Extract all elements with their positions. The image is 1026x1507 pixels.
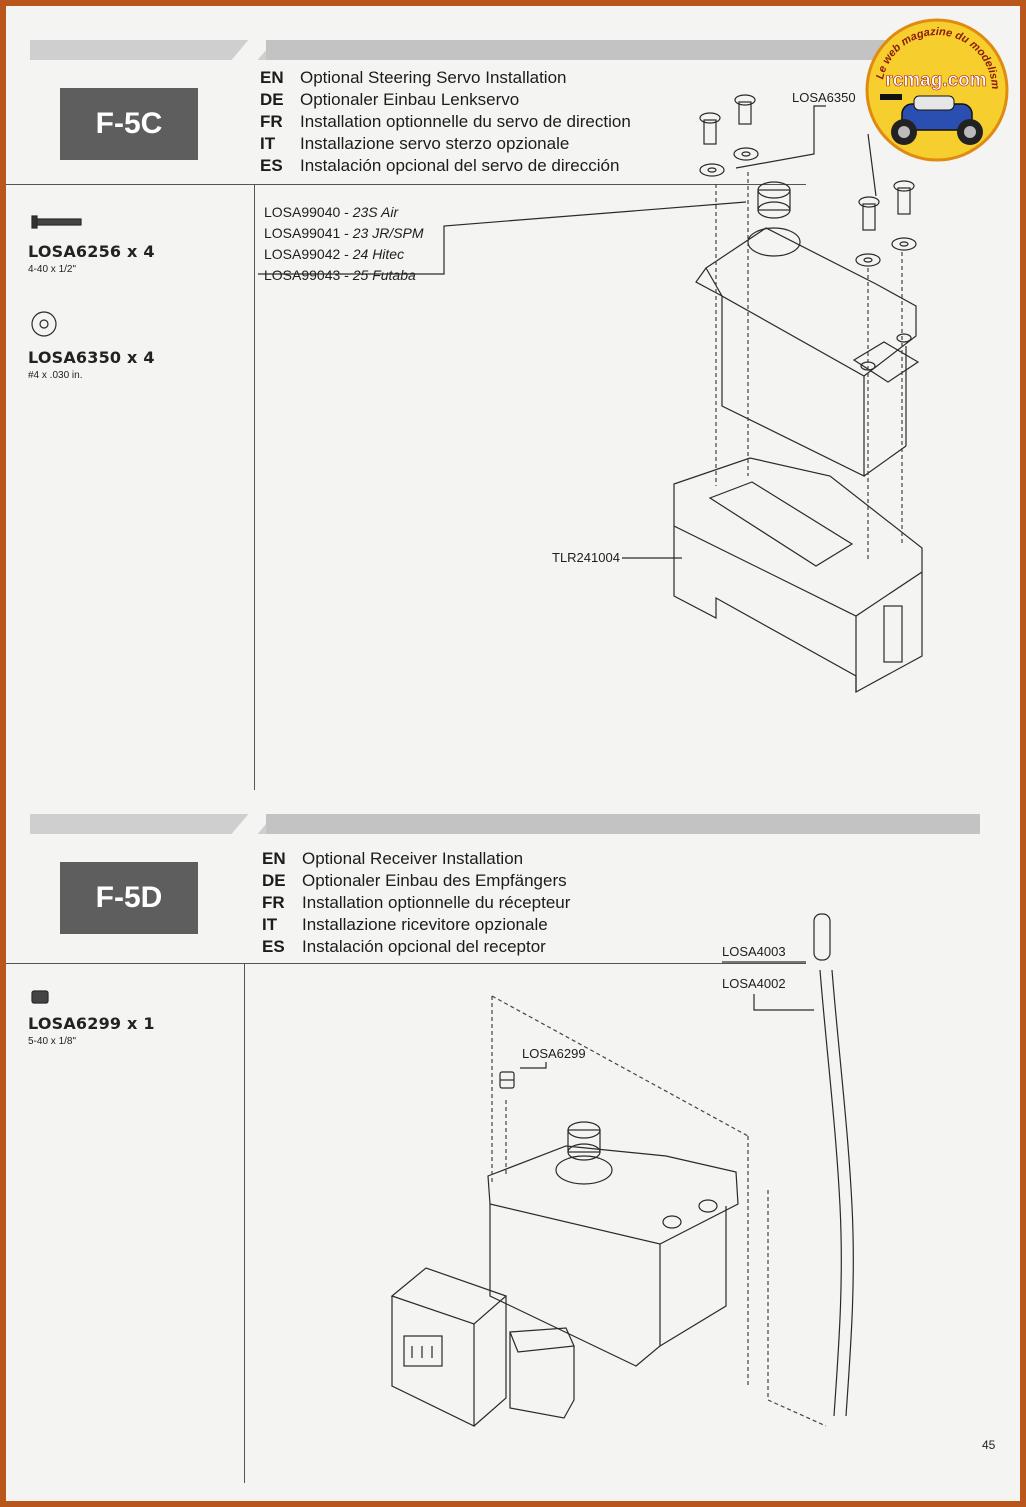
setscrew-icon [31, 990, 49, 1004]
section-band-f5d [30, 814, 980, 834]
leader-servo-list [258, 201, 747, 275]
part-losa6350: LOSA6350 x 4 #4 x .030 in. [28, 348, 155, 381]
washer-icon [699, 147, 917, 267]
page-number: 45 [982, 1438, 996, 1452]
washer-icon [31, 311, 57, 337]
step-title-f5c: F-5C [60, 88, 198, 160]
screw-icon [31, 215, 82, 229]
antenna-tube-icon [813, 913, 854, 1417]
receiver-icon [390, 1267, 508, 1427]
part-losa6256: LOSA6256 x 4 4-40 x 1/2" [28, 242, 155, 275]
section-band-f5c [30, 40, 980, 60]
column-divider-f5c [254, 184, 255, 790]
battery-icon [509, 1327, 575, 1419]
step-title-f5d: F-5D [60, 862, 198, 934]
brand-logo: Le web magazine du modelisme rcmag.com [859, 7, 1012, 164]
servo-icon [695, 181, 920, 477]
screw-icon [699, 94, 915, 231]
callout-losa6299: LOSA6299 [522, 1046, 586, 1061]
setscrew-icon [499, 1071, 515, 1089]
servo-icon [487, 1121, 739, 1367]
divider-f5d [6, 963, 806, 964]
part-losa6299: LOSA6299 x 1 5-40 x 1/8" [28, 1014, 155, 1047]
column-divider-f5d [244, 963, 245, 1483]
callout-losa4003: LOSA4003 [722, 944, 786, 959]
exploded-diagram [31, 94, 923, 1427]
callout-losa4002: LOSA4002 [722, 976, 786, 991]
servo-mount-icon [673, 457, 923, 694]
servo-options: LOSA99040 - 23S Air LOSA99041 - 23 JR/SP… [264, 202, 424, 286]
servo-option: LOSA99041 - 23 JR/SPM [264, 225, 424, 241]
brand-name: rcmag.com [885, 70, 986, 91]
callout-losa6350: LOSA6350 [792, 90, 856, 105]
leader-losa4002 [753, 994, 814, 1011]
leader-losa6350 [735, 105, 826, 169]
servo-option: LOSA99042 - 24 Hitec [264, 246, 405, 262]
servo-option: LOSA99040 - 23S Air [264, 204, 399, 220]
rc-car-icon [880, 94, 983, 145]
divider-f5c [6, 184, 806, 185]
servo-option: LOSA99043 - 25 Futaba [264, 267, 416, 283]
leader-losa6299 [520, 1062, 547, 1069]
callout-tlr241004: TLR241004 [552, 550, 620, 565]
